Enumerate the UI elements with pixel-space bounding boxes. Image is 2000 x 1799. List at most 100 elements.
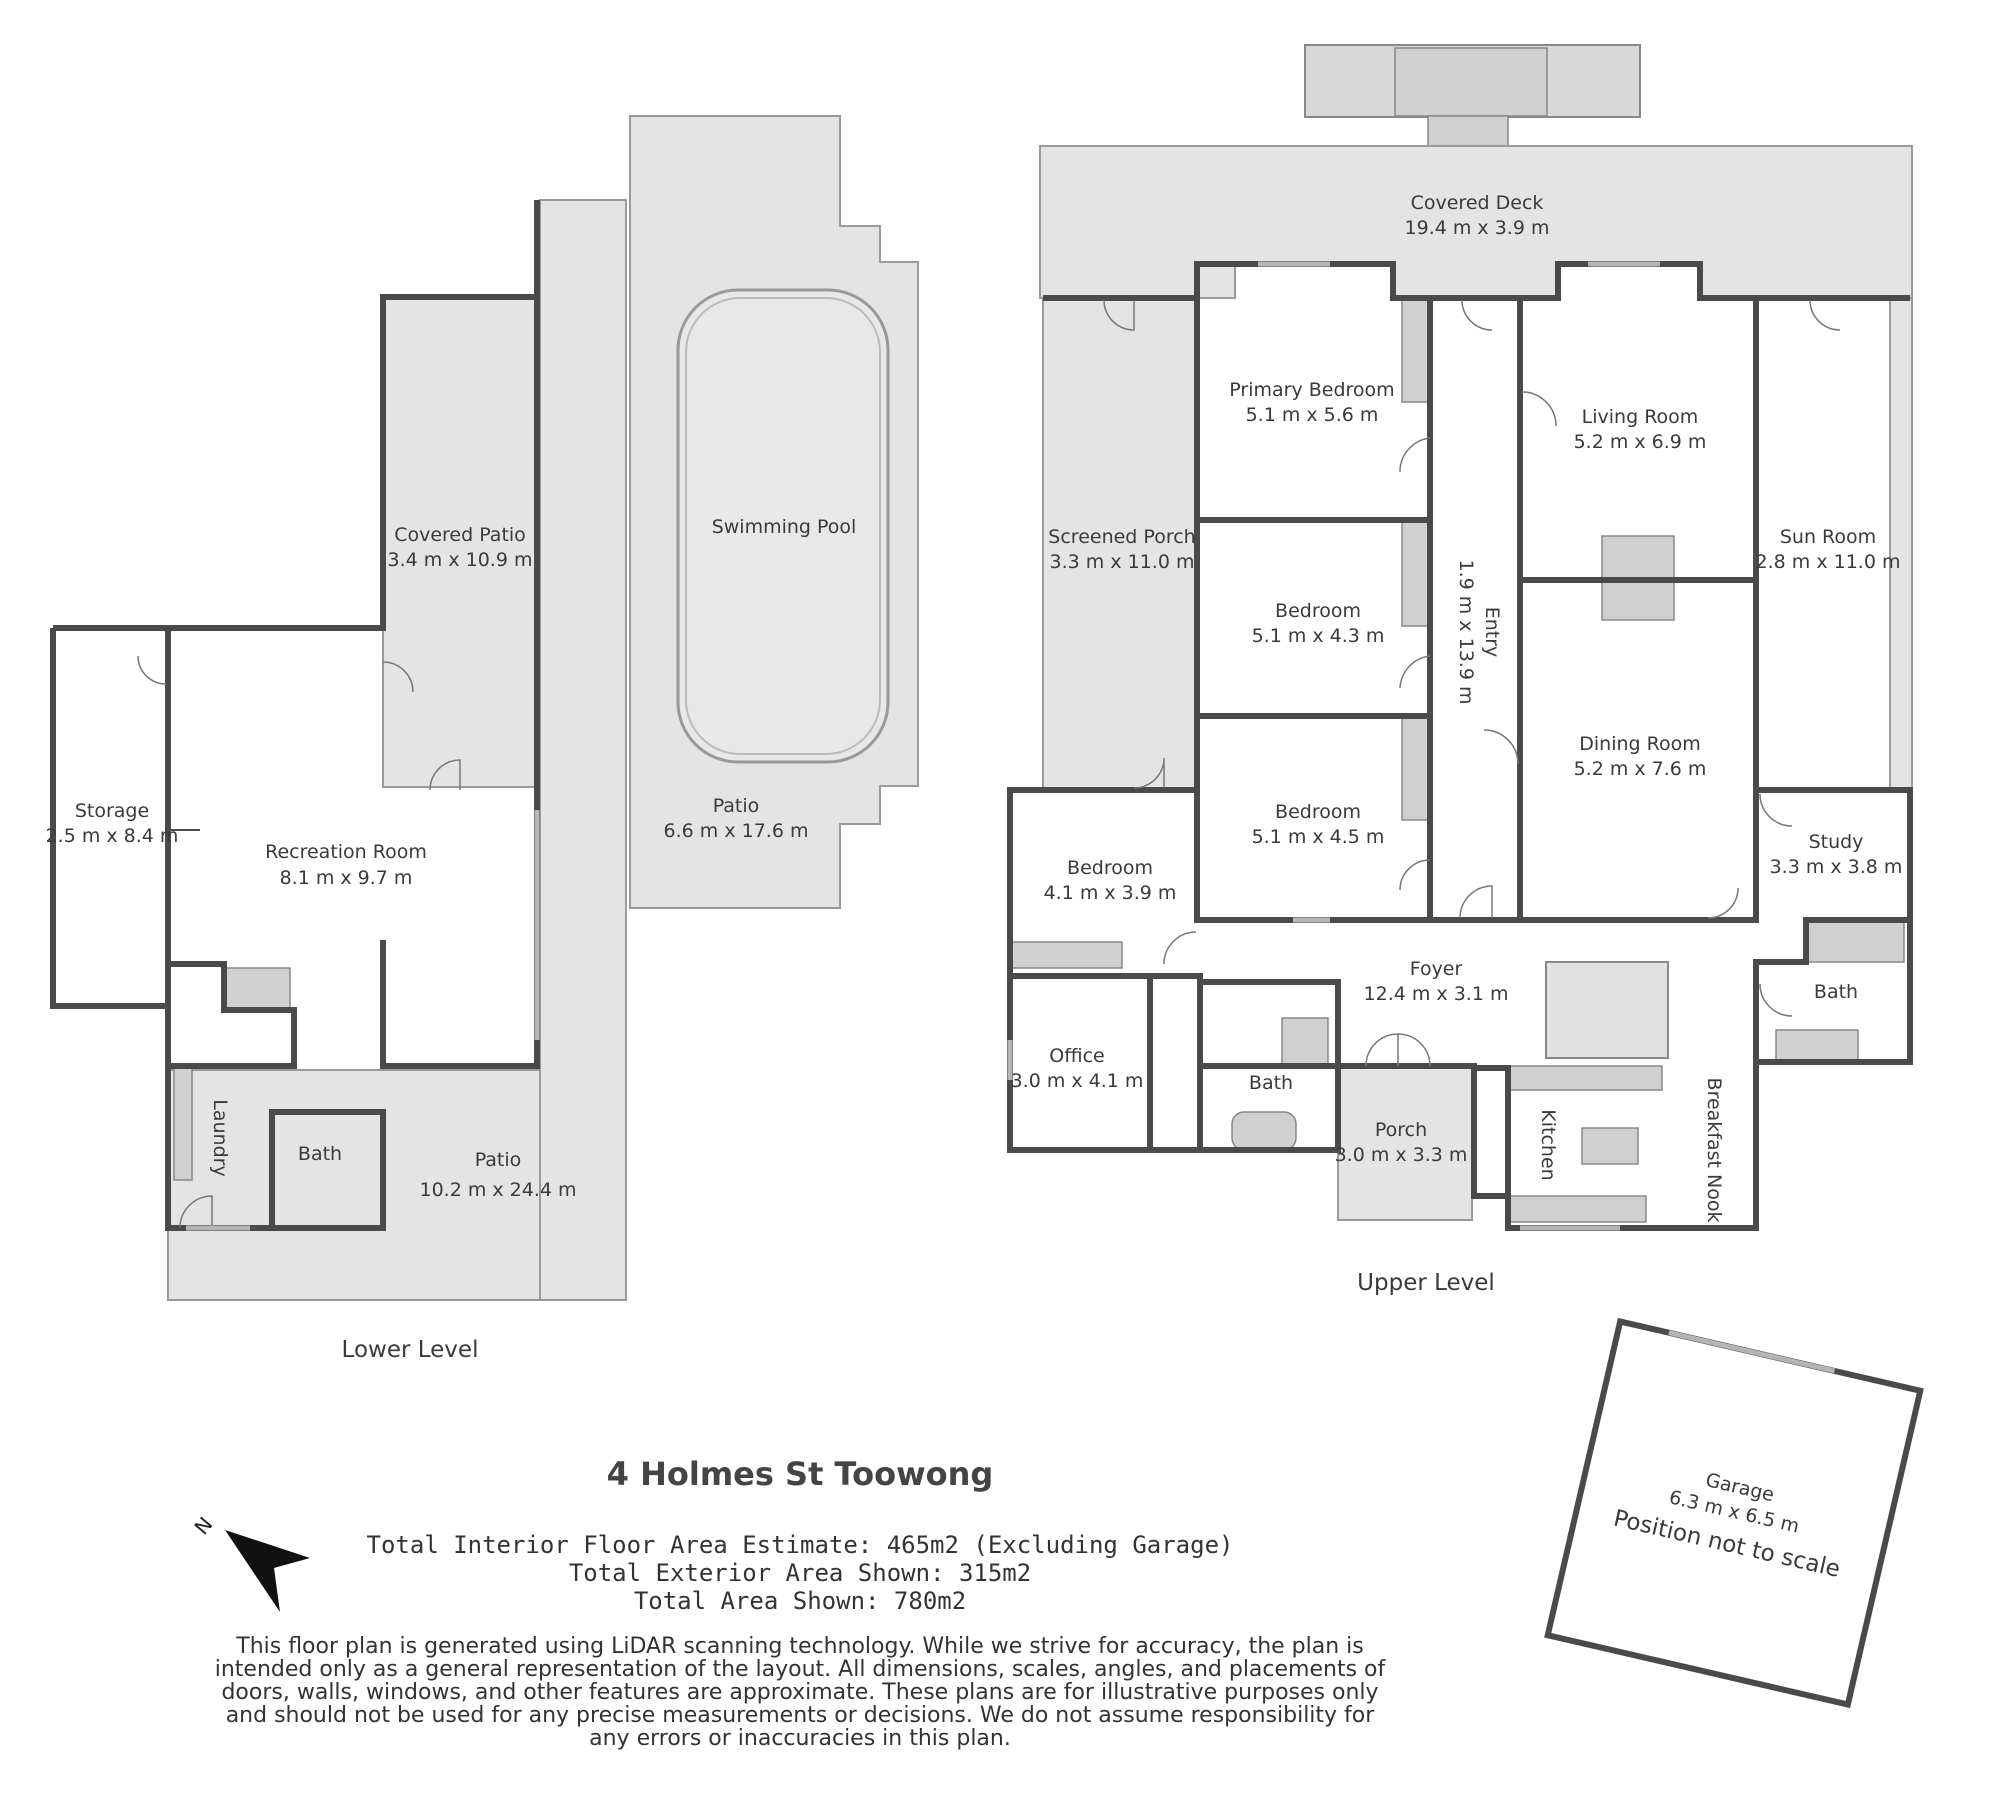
upper-walls-kitchen — [1471, 1066, 1508, 1199]
lower-patio-strip — [539, 199, 627, 1301]
upper-door-10 — [1707, 887, 1739, 919]
upper-door-3 — [1809, 299, 1841, 331]
breakfast-nook-label: Breakfast Nook — [1703, 1078, 1725, 1223]
upper-walls-living — [1517, 298, 1759, 923]
covered-patio-label: Covered Patio — [394, 524, 526, 546]
upper-level-title: Upper Level — [1357, 1270, 1495, 1296]
entry-label: Entry — [1481, 607, 1503, 658]
study-dims: 3.3 m x 3.8 m — [1770, 856, 1903, 878]
area-line-interior: Total Interior Floor Area Estimate: 465m… — [366, 1531, 1234, 1559]
bedroom-3-dims: 5.1 m x 4.5 m — [1252, 826, 1385, 848]
screened-porch-dims: 3.3 m x 11.0 m — [1050, 551, 1195, 573]
disclaimer-line: This floor plan is generated using LiDAR… — [236, 1634, 1364, 1659]
storage-dims: 2.5 m x 8.4 m — [46, 825, 179, 847]
pool-patio-label: Patio — [713, 795, 760, 817]
lower-walls-inner — [168, 961, 297, 1069]
covered-deck-dims: 19.4 m x 3.9 m — [1405, 217, 1550, 239]
porch-dims: 3.0 m x 3.3 m — [1335, 1144, 1468, 1166]
lower-door-2 — [382, 661, 414, 693]
covered-patio-area — [382, 296, 540, 788]
closet-1 — [1401, 299, 1429, 403]
lower-level-title: Lower Level — [342, 1337, 479, 1363]
living-room-label: Living Room — [1582, 406, 1699, 428]
lower-walls-rec — [168, 200, 540, 631]
swimming-pool-label: Swimming Pool — [712, 516, 857, 538]
lower-door-1 — [429, 759, 461, 791]
disclaimer-line: intended only as a general representatio… — [214, 1657, 1386, 1682]
bathtub — [1231, 1111, 1297, 1151]
upper-door-12 — [1163, 931, 1197, 965]
garage-window-top — [1668, 1330, 1836, 1374]
primary-bedroom-label: Primary Bedroom — [1229, 379, 1394, 401]
lower-walls-rec2 — [380, 297, 540, 1069]
sun-room-glass — [1889, 297, 1913, 789]
deck-stairs-step — [1427, 115, 1509, 147]
lower-level-plan: Covered Patio 3.4 m x 10.9 m Swimming Po… — [46, 115, 919, 1363]
office-label: Office — [1049, 1045, 1104, 1067]
swimming-pool — [676, 288, 890, 764]
upper-door-porch — [1365, 1033, 1431, 1067]
laundry-label: Laundry — [209, 1099, 231, 1176]
closet-2 — [1401, 519, 1429, 627]
plan-footer: 4 Holmes St Toowong Total Interior Floor… — [0, 1455, 1600, 1750]
porch-label: Porch — [1375, 1119, 1427, 1141]
area-line-total: Total Area Shown: 780m2 — [633, 1587, 967, 1615]
screened-porch-label: Screened Porch — [1048, 526, 1195, 548]
closet-3 — [1401, 715, 1429, 821]
bedroom-4-label: Bedroom — [1067, 857, 1153, 879]
entry-dims: 1.9 m x 13.9 m — [1455, 560, 1477, 705]
disclaimer-line: doors, walls, windows, and other feature… — [221, 1680, 1379, 1705]
upper-walls-baths — [1010, 973, 1341, 1150]
upper-door-8 — [1521, 391, 1557, 427]
lower-walls-utility — [165, 1006, 386, 1231]
kitchen-counter-top — [1507, 1065, 1663, 1091]
property-address: 4 Holmes St Toowong — [606, 1455, 994, 1493]
bedroom-2-dims: 5.1 m x 4.3 m — [1252, 625, 1385, 647]
upper-walls-north — [1043, 261, 1910, 301]
covered-patio-dims: 3.4 m x 10.9 m — [388, 549, 533, 571]
deck-stairs-landing — [1394, 47, 1548, 117]
shower-1 — [1281, 1017, 1329, 1067]
foyer-label: Foyer — [1410, 958, 1463, 980]
recreation-room-dims: 8.1 m x 9.7 m — [280, 867, 413, 889]
area-summary: Total Interior Floor Area Estimate: 465m… — [0, 1531, 1600, 1615]
bedroom-2-label: Bedroom — [1275, 600, 1361, 622]
covered-deck-label: Covered Deck — [1411, 192, 1544, 214]
upper-door-5 — [1399, 655, 1431, 689]
upper-door-6 — [1399, 859, 1431, 891]
upper-door-9 — [1459, 885, 1493, 919]
upper-bath-1-label: Bath — [1814, 981, 1858, 1003]
lower-bath-label: Bath — [298, 1143, 342, 1165]
garage-plan: Garage 6.3 m x 6.5 m Position not to sca… — [1544, 1317, 1924, 1709]
upper-door-2 — [1461, 299, 1493, 331]
swimming-pool-edge — [685, 297, 881, 755]
upper-door-14 — [1759, 983, 1793, 1017]
closet-4 — [1011, 941, 1123, 969]
bedroom-4-dims: 4.1 m x 3.9 m — [1044, 882, 1177, 904]
bedroom-3-label: Bedroom — [1275, 801, 1361, 823]
laundry-counter — [173, 1067, 193, 1181]
upper-door-7 — [1483, 729, 1519, 765]
lower-patio-dims: 10.2 m x 24.4 m — [419, 1179, 576, 1201]
disclaimer-line: and should not be used for any precise m… — [225, 1703, 1375, 1728]
dining-room-dims: 5.2 m x 7.6 m — [1574, 758, 1707, 780]
kitchen-label: Kitchen — [1537, 1109, 1559, 1180]
sun-room-dims: 2.8 m x 11.0 m — [1756, 551, 1901, 573]
living-room-dims: 5.2 m x 6.9 m — [1574, 431, 1707, 453]
sun-room-label: Sun Room — [1780, 526, 1876, 548]
study-label: Study — [1809, 831, 1864, 853]
lower-patio-label: Patio — [475, 1149, 522, 1171]
upper-door-11 — [1133, 757, 1165, 789]
disclaimer: This floor plan is generated using LiDAR… — [0, 1635, 1600, 1750]
primary-bedroom-dims: 5.1 m x 5.6 m — [1246, 404, 1379, 426]
north-arrow-icon — [225, 1530, 310, 1612]
storage-label: Storage — [75, 800, 149, 822]
porch-area — [1337, 1067, 1473, 1221]
lower-door-4 — [179, 1195, 213, 1229]
area-line-exterior: Total Exterior Area Shown: 315m2 — [568, 1559, 1032, 1587]
lower-door-3 — [137, 655, 167, 685]
foyer-dims: 12.4 m x 3.1 m — [1364, 983, 1509, 1005]
upper-door-13 — [1759, 793, 1793, 827]
